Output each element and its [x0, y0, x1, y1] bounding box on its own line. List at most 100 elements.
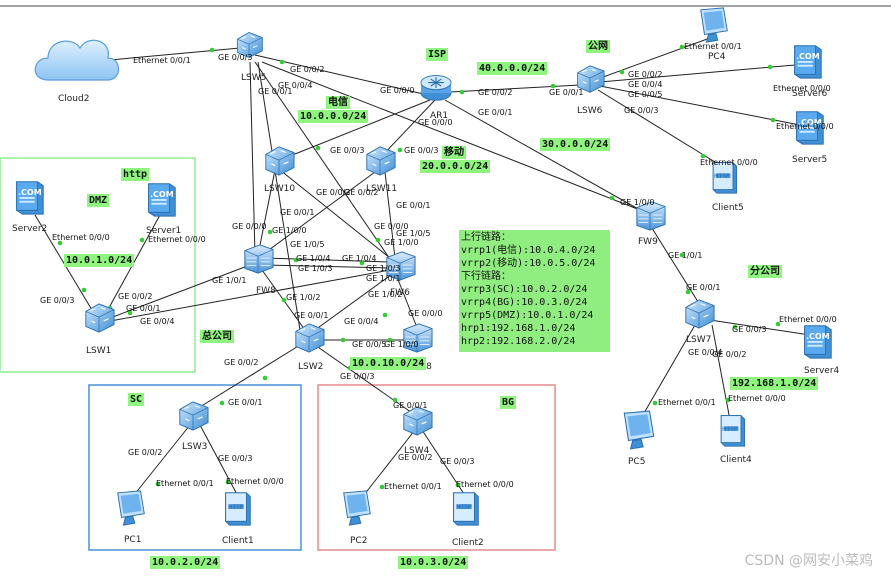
zone-label-isp: ISP [426, 48, 449, 61]
link-lsw3-client1 [199, 424, 241, 501]
pc4-icon[interactable] [700, 7, 728, 43]
port-label: GE 0/0/3 [40, 296, 75, 305]
port-dot [775, 321, 781, 327]
client2-http-text: HTTP [456, 504, 472, 511]
device-label-lsw5: LSW5 [241, 73, 267, 83]
port-label: GE 0/0/1 [294, 311, 329, 320]
ar1-router-icon[interactable] [420, 74, 452, 101]
port-dot [279, 59, 285, 65]
port-label: GE 1/0/0 [272, 226, 307, 235]
port-label: GE 0/0/5 [352, 340, 387, 349]
link-lsw4-pc2 [359, 429, 416, 501]
subnet-label-10-10: 10.0.10.0/24 [350, 357, 427, 370]
pc1-icon[interactable] [117, 490, 145, 526]
link-lsw5-ar1 [254, 54, 433, 97]
link-ar1-fw9 [444, 99, 641, 211]
port-label: GE 1/0/0 [620, 198, 655, 207]
pc5-icon[interactable] [623, 410, 655, 450]
zone-label-mobile: 移动 [442, 146, 466, 159]
client1-http-text: HTTP [228, 504, 244, 511]
port-dot [652, 400, 658, 406]
link-lsw5-fw6 [254, 61, 393, 263]
lsw3-switch-icon[interactable] [179, 401, 209, 431]
subnet-label-dmz: 10.0.1.0/24 [64, 254, 135, 267]
port-label: GE 0/0/0 [418, 118, 453, 127]
port-label: GE 0/0/3 [624, 106, 659, 115]
link-fw6-lsw1 [104, 269, 391, 323]
port-dot [455, 482, 461, 488]
port-label: Ethernet 0/0/0 [226, 477, 284, 486]
lsw4-switch-icon[interactable] [403, 406, 433, 436]
port-label: GE 0/0/1 [280, 208, 315, 217]
link-lsw7-client4 [711, 324, 731, 421]
link-lsw11-fw6 [384, 171, 396, 259]
server2-com-text: .COM [18, 188, 42, 197]
port-label: GE 0/0/1 [686, 283, 721, 292]
link-group [34, 37, 811, 501]
subnet-label-20: 20.0.0.0/24 [420, 160, 491, 173]
port-label: GE 1/0/5 [396, 229, 431, 238]
device-label-server2: Server2 [12, 224, 48, 234]
port-label: GE 1/0/2 [286, 293, 321, 302]
fw8-firewall-icon[interactable] [244, 244, 274, 274]
link-lsw11-fw8 [261, 171, 376, 256]
device-label-lsw3: LSW3 [182, 442, 208, 452]
device-label-client5: Client5 [712, 203, 744, 213]
note-line: vrrp4(BG):10.0.3.0/24 [461, 297, 588, 308]
lsw7-switch-icon[interactable] [685, 299, 715, 329]
port-label: GE 0/0/2 [628, 70, 663, 79]
server4-com-text: .COM [806, 332, 830, 341]
vrrp-note-box: 上行链路： vrrp1(电信):10.0.4.0/24 vrrp2(移动):10… [459, 230, 610, 352]
port-dot [57, 240, 63, 246]
pc2-icon[interactable] [343, 490, 371, 526]
port-label: GE 0/0/1 [393, 401, 428, 410]
port-label: GE 0/0/4 [688, 348, 723, 357]
lsw11-switch-icon[interactable] [366, 146, 396, 176]
device-label-lsw4: LSW4 [404, 446, 430, 456]
port-label: GE 0/0/1 [258, 87, 293, 96]
device-label-lsw1: LSW1 [86, 346, 112, 356]
port-label: GE 0/0/2 [478, 88, 513, 97]
port-dot [379, 484, 385, 490]
lsw1-switch-icon[interactable] [85, 303, 115, 333]
link-fw8-lsw1 [104, 264, 251, 321]
cloud-icon[interactable] [34, 39, 120, 81]
subnet-label-branch: 192.168.1.0/24 [730, 377, 819, 390]
device-label-client2: Client2 [452, 538, 484, 548]
port-label: GE 1/0/3 [366, 264, 401, 273]
client5-http-text: HTTP [714, 173, 730, 180]
device-label-cloud2: Cloud2 [58, 94, 90, 104]
lsw10-switch-icon[interactable] [265, 146, 295, 176]
zone-label-http: http [121, 168, 150, 181]
port-label: GE 0/0/0 [232, 222, 267, 231]
port-label: GE 1/0/0 [384, 340, 419, 349]
note-line: vrrp5(DMZ):10.0.1.0/24 [461, 310, 594, 321]
port-label: GE 0/0/2 [118, 292, 153, 301]
port-dot [550, 83, 556, 89]
port-dot [767, 64, 773, 70]
port-label: GE 0/0/3 [330, 146, 365, 155]
link-lsw7-server4 [709, 319, 811, 336]
link-fw6-lsw2 [314, 271, 396, 331]
device-label-lsw11: LSW11 [366, 184, 398, 194]
port-label: GE 0/0/3 [340, 372, 375, 381]
note-line: hrp2:192.168.2.0/24 [461, 336, 576, 347]
port-label: Ethernet 0/0/0 [52, 233, 110, 242]
link-fw8-fw6-b [264, 264, 391, 269]
port-label: GE 0/0/2 [316, 188, 351, 197]
link-lsw3-pc1 [129, 424, 191, 501]
link-fw9-lsw7 [649, 224, 701, 306]
port-dot [293, 257, 299, 263]
port-dot [262, 375, 268, 381]
port-dot [609, 195, 615, 201]
port-label: GE 0/0/5 [628, 90, 663, 99]
link-lsw2-lsw3 [194, 344, 301, 411]
port-dot [219, 400, 225, 406]
server5-com-text: .COM [798, 118, 822, 127]
port-label: GE 0/0/4 [628, 80, 663, 89]
subnet-label-30: 30.0.0.0/24 [540, 138, 611, 151]
port-label: GE 0/0/2 [344, 188, 379, 197]
link-lsw7-pc5 [639, 324, 696, 421]
port-label: GE 1/0/1 [212, 276, 247, 285]
